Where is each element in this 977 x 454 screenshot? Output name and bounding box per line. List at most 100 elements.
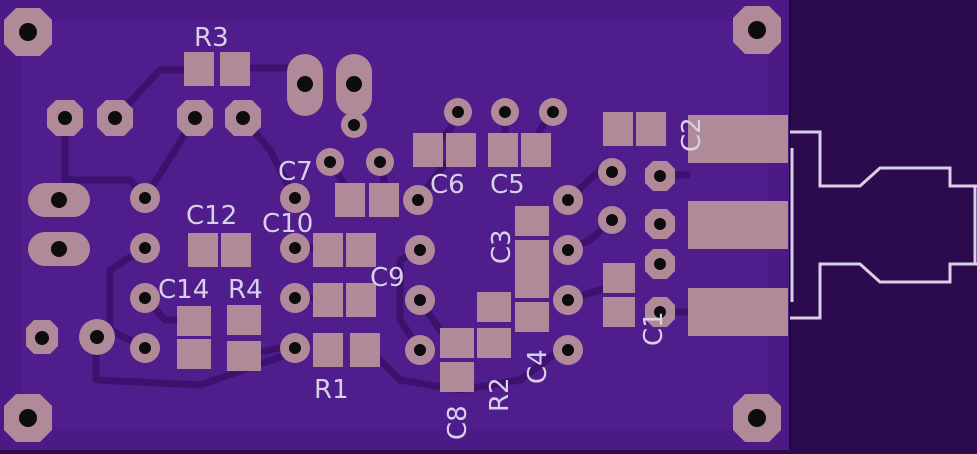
label-c14: C14 (158, 275, 209, 305)
label-r1: R1 (314, 375, 349, 405)
smd-pad (177, 306, 211, 336)
pad (79, 319, 115, 355)
pad (645, 209, 675, 239)
smd-pad (188, 233, 218, 267)
pad (280, 233, 310, 263)
smd-pad (227, 305, 261, 335)
smd-pad (603, 263, 635, 293)
pad (405, 235, 435, 265)
pad (366, 148, 394, 176)
smd-pad (636, 112, 666, 146)
pad (47, 100, 83, 136)
pad (130, 233, 160, 263)
pad (598, 206, 626, 234)
silkscreen-labels: R3 R4 R1 C12 C14 C10 C7 C9 C6 C5 C3 C4 R… (158, 23, 707, 440)
label-c9: C9 (370, 263, 405, 293)
pad (645, 161, 675, 191)
smd-pad (350, 333, 380, 367)
through-hole-pads (26, 98, 675, 365)
pad (645, 297, 675, 327)
pad (553, 285, 583, 315)
smd-pad (346, 233, 376, 267)
oblong-pad (28, 232, 90, 266)
mounting-hole (733, 6, 781, 54)
pad (130, 183, 160, 213)
pad (645, 249, 675, 279)
label-r3: R3 (194, 23, 229, 53)
smd-pad (515, 206, 549, 236)
pad (316, 148, 344, 176)
pad (405, 285, 435, 315)
smd-pad (220, 52, 250, 86)
pad (280, 333, 310, 363)
label-c4: C4 (523, 349, 553, 384)
label-r2: R2 (485, 377, 515, 412)
pad (553, 235, 583, 265)
smd-pad (440, 362, 474, 392)
pad (553, 185, 583, 215)
smd-pad (346, 283, 376, 317)
smd-pad (369, 183, 399, 217)
oblong-pad (336, 54, 372, 116)
smd-pad (335, 183, 365, 217)
smd-pad (440, 328, 474, 358)
pad (130, 333, 160, 363)
pad (444, 98, 472, 126)
smd-pad (221, 233, 251, 267)
connector-outline-top (790, 130, 977, 188)
trace (106, 245, 147, 352)
connector-pad (688, 115, 788, 163)
mounting-hole (4, 8, 52, 56)
pad (130, 283, 160, 313)
label-c6: C6 (430, 170, 465, 200)
pad (403, 185, 433, 215)
label-c7: C7 (278, 157, 313, 187)
pad (280, 183, 310, 213)
smd-pad (515, 240, 549, 298)
trace (112, 66, 185, 121)
smd-pad (413, 133, 443, 167)
smd-pad (313, 283, 343, 317)
pad (341, 112, 367, 138)
smd-pad (227, 341, 261, 371)
pad (26, 320, 58, 354)
smd-pad (184, 52, 214, 86)
oblong-pads (28, 54, 372, 266)
pad (225, 100, 261, 136)
pad (97, 100, 133, 136)
smd-pad (477, 328, 511, 358)
pad (539, 98, 567, 126)
mounting-hole (733, 394, 781, 442)
pad (405, 335, 435, 365)
label-c1: C1 (639, 311, 669, 346)
mounting-hole (4, 394, 52, 442)
label-c8: C8 (443, 405, 473, 440)
oblong-pad (287, 54, 323, 116)
pad (177, 100, 213, 136)
label-c5: C5 (490, 170, 525, 200)
pad (553, 335, 583, 365)
label-c2: C2 (677, 117, 707, 152)
smd-pad (477, 292, 511, 322)
smd-pad (446, 133, 476, 167)
mounting-holes (4, 6, 781, 442)
pad (280, 283, 310, 313)
connector-outline-bottom (790, 262, 977, 320)
pad (598, 158, 626, 186)
smd-pad (488, 133, 518, 167)
label-c3: C3 (487, 229, 517, 264)
smd-pad (603, 112, 633, 146)
connector-pad (688, 201, 788, 249)
smd-pad (177, 339, 211, 369)
connector-pad (688, 288, 788, 336)
label-r4: R4 (228, 275, 263, 305)
smd-pad (521, 133, 551, 167)
pad (491, 98, 519, 126)
smd-pad (603, 297, 635, 327)
smd-pad (313, 333, 343, 367)
label-c10: C10 (262, 209, 313, 239)
smd-pad (313, 233, 343, 267)
label-c12: C12 (186, 201, 237, 231)
